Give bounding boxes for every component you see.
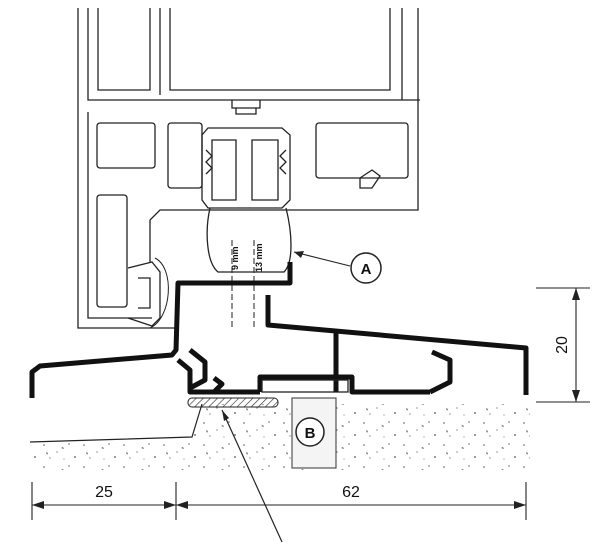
threshold-profile	[29, 262, 529, 398]
sealant-leader	[221, 409, 283, 543]
callout-a-label: A	[361, 261, 372, 278]
gasket-13mm-label: 13 mm	[254, 243, 264, 272]
dimension-left-width: 25	[95, 484, 113, 501]
side-weatherstrip	[127, 257, 169, 329]
callout-b: B	[295, 417, 325, 447]
bottom-dimension-line	[31, 482, 527, 520]
callout-b-label: B	[305, 425, 316, 442]
right-dimension-line	[536, 287, 590, 403]
gasket-size-labels: 9 mm 13 mm	[230, 243, 264, 272]
callout-a: A	[293, 251, 382, 284]
door-sash-profile	[77, 8, 420, 329]
dimension-height: 20	[554, 336, 571, 354]
concrete-substrate	[29, 403, 530, 470]
threshold-insert	[261, 379, 349, 393]
center-gasket	[201, 127, 292, 330]
sealant-bed	[187, 397, 279, 408]
dimension-right-width: 62	[342, 484, 360, 501]
gasket-9mm-label: 9 mm	[230, 246, 240, 270]
